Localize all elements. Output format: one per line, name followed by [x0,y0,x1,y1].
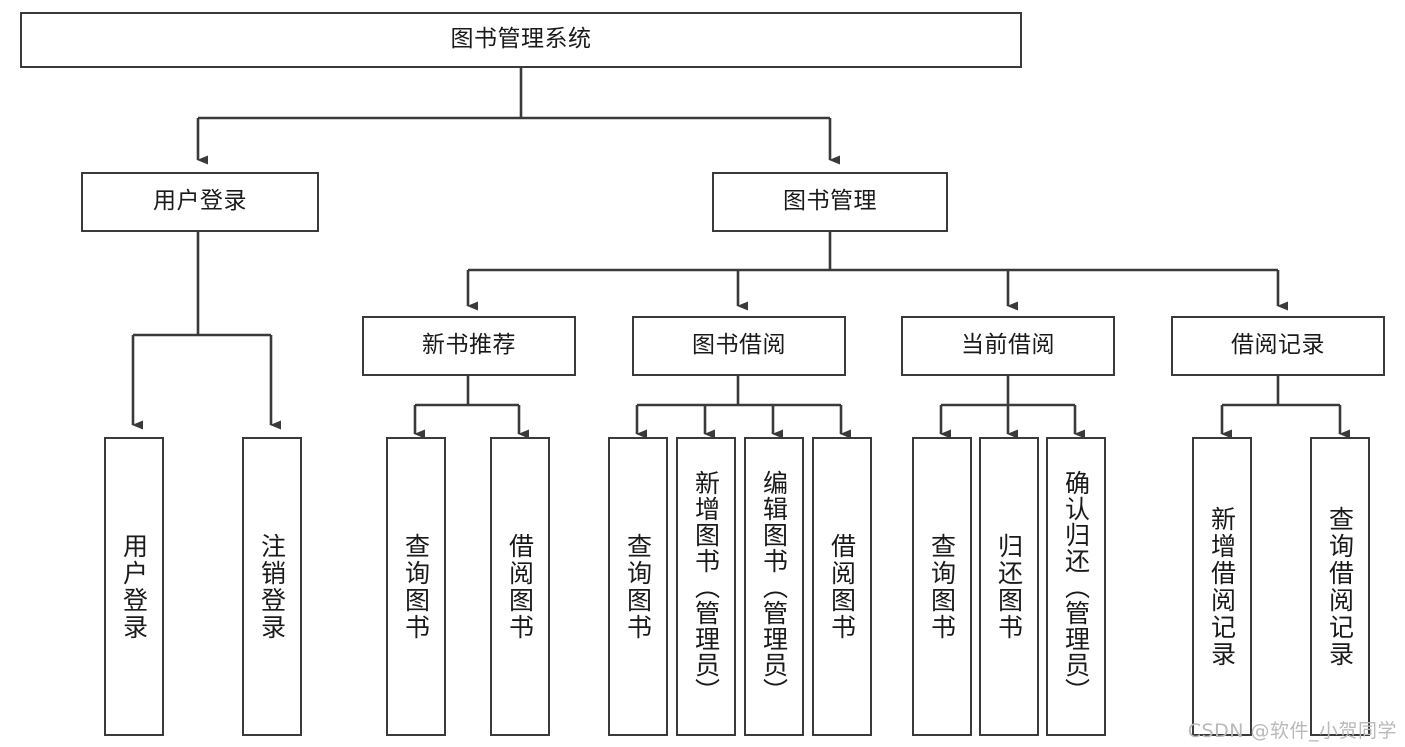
node-leaf-add-book-label: 新增图书（管理员） [691,469,721,704]
node-root-label: 图书管理系统 [450,26,592,53]
node-leaf-query-book-2[interactable]: 查询图书 [608,437,668,736]
node-leaf-query-book-3[interactable]: 查询图书 [912,437,972,736]
node-leaf-confirm-return[interactable]: 确认归还（管理员） [1046,437,1106,736]
node-leaf-query-record[interactable]: 查询借阅记录 [1310,437,1370,736]
node-user-login-label: 用户登录 [153,188,247,215]
node-new-book-recommend-label: 新书推荐 [422,332,516,359]
node-leaf-borrow-book-1[interactable]: 借阅图书 [490,437,550,736]
node-book-manage-label: 图书管理 [783,188,877,215]
node-leaf-borrow-book-2-label: 借阅图书 [827,532,857,641]
node-leaf-return-book-label: 归还图书 [994,532,1024,641]
node-leaf-logout[interactable]: 注销登录 [242,437,302,736]
node-leaf-edit-book[interactable]: 编辑图书（管理员） [744,437,804,736]
node-leaf-confirm-return-label: 确认归还（管理员） [1061,469,1091,704]
node-leaf-edit-book-label: 编辑图书（管理员） [759,469,789,704]
node-borrow-record-label: 借阅记录 [1231,332,1325,359]
node-leaf-add-record-label: 新增借阅记录 [1207,505,1237,668]
node-new-book-recommend[interactable]: 新书推荐 [362,316,576,376]
node-book-borrow[interactable]: 图书借阅 [632,316,846,376]
node-leaf-query-book-2-label: 查询图书 [623,532,653,641]
node-leaf-add-record[interactable]: 新增借阅记录 [1192,437,1252,736]
node-leaf-borrow-book-2[interactable]: 借阅图书 [812,437,872,736]
node-user-login[interactable]: 用户登录 [81,172,319,232]
node-leaf-add-book[interactable]: 新增图书（管理员） [676,437,736,736]
node-current-borrow-label: 当前借阅 [961,332,1055,359]
node-leaf-query-book-1[interactable]: 查询图书 [386,437,446,736]
node-current-borrow[interactable]: 当前借阅 [901,316,1115,376]
node-book-manage[interactable]: 图书管理 [712,172,948,232]
node-leaf-return-book[interactable]: 归还图书 [979,437,1039,736]
csdn-watermark: CSDN @软件_小贺同学 [1187,720,1397,742]
node-leaf-user-login-label: 用户登录 [119,532,149,641]
node-leaf-borrow-book-1-label: 借阅图书 [505,532,535,641]
node-leaf-user-login[interactable]: 用户登录 [104,437,164,736]
node-book-borrow-label: 图书借阅 [692,332,786,359]
node-leaf-logout-label: 注销登录 [257,532,287,641]
node-leaf-query-book-1-label: 查询图书 [401,532,431,641]
node-leaf-query-book-3-label: 查询图书 [927,532,957,641]
node-leaf-query-record-label: 查询借阅记录 [1325,505,1355,668]
node-borrow-record[interactable]: 借阅记录 [1171,316,1385,376]
node-root[interactable]: 图书管理系统 [20,12,1022,68]
